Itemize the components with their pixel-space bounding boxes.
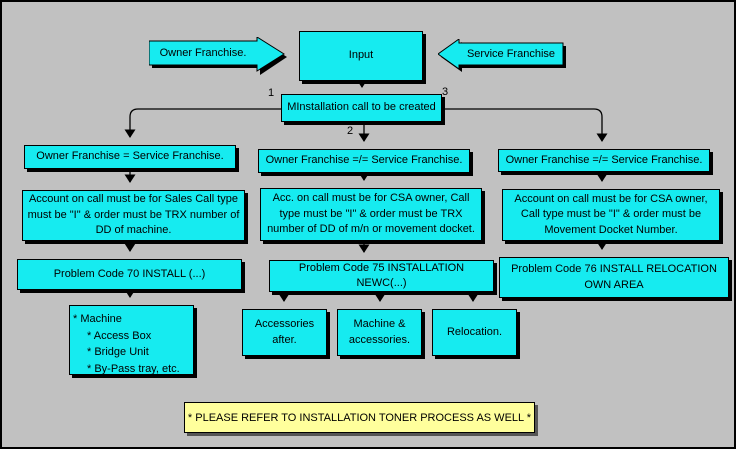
col3-rule-line-3: Movement Docket Number. — [544, 223, 678, 236]
input-box-label: Input — [348, 49, 374, 62]
machine-list-item-1: * Machine — [73, 313, 122, 325]
outcome-accessories-after-box: Accessories after. — [242, 309, 327, 356]
col2-problem-code-box: Problem Code 75 INSTALLATION NEWC(...) — [269, 260, 494, 292]
machine-list-item-2: * Access Box — [87, 329, 152, 342]
service-franchise-arrow: Service Franchise — [438, 39, 567, 73]
outcome-accessories-after-line-2: after. — [272, 333, 297, 346]
branch-label-3: 3 — [442, 86, 449, 98]
branch-label-1: 1 — [268, 87, 275, 99]
outcome-accessories-after-line-1: Accessories — [254, 318, 315, 331]
arrow-branch-right — [442, 108, 608, 142]
col2-rule-line-2: type must be "I" & order must be TRX — [279, 207, 463, 220]
outcome-machine-accessories-line-2: accessories. — [348, 333, 411, 346]
install-call-label: MInstallation call to be created — [287, 101, 436, 114]
col2-condition-label: Owner Franchise =/= Service Franchise. — [265, 154, 463, 167]
col1-problem-code-box: Problem Code 70 INSTALL (...) — [17, 259, 242, 290]
machine-list-item-3: * Bridge Unit — [87, 346, 149, 358]
branch-label-2: 2 — [347, 125, 354, 137]
service-franchise-arrow-label: Service Franchise — [466, 48, 556, 60]
col3-problem-code-line-1: Problem Code 76 INSTALL RELOCATION — [511, 263, 717, 276]
machine-list-item-4: * By-Pass tray, etc. — [87, 362, 180, 375]
outcome-relocation-box: Relocation. — [432, 309, 517, 356]
col1-rule-line-3: DD of machine. — [95, 224, 172, 237]
input-box: Input — [299, 31, 423, 81]
col3-rule-box: Account on call must be for CSA owner, C… — [502, 189, 720, 241]
outcome-machine-accessories-line-1: Machine & — [353, 318, 406, 331]
col2-problem-code-label: Problem Code 75 INSTALLATION NEWC(...) — [298, 261, 465, 289]
toner-process-note: * PLEASE REFER TO INSTALLATION TONER PRO… — [184, 402, 535, 433]
owner-franchise-arrow-label: Owner Franchise. — [159, 47, 247, 59]
col1-problem-code-label: Problem Code 70 INSTALL (...) — [53, 267, 206, 280]
col2-condition-box: Owner Franchise =/= Service Franchise. — [258, 149, 470, 173]
outcome-machine-accessories-box: Machine & accessories. — [337, 309, 422, 356]
install-call-box: MInstallation call to be created — [281, 94, 442, 122]
col3-problem-code-line-2: OWN AREA — [584, 278, 644, 291]
col1-condition-label: Owner Franchise = Service Franchise. — [36, 150, 224, 163]
toner-process-note-label: * PLEASE REFER TO INSTALLATION TONER PRO… — [187, 411, 532, 424]
col2-rule-line-3: number of DD of m/n or movement docket. — [267, 223, 475, 236]
arrow-branch-left — [124, 108, 281, 138]
col3-condition-box: Owner Franchise =/= Service Franchise. — [498, 149, 710, 172]
col2-rule-line-1: Acc. on call must be for CSA owner, Call — [272, 192, 470, 205]
col3-condition-label: Owner Franchise =/= Service Franchise. — [505, 153, 703, 166]
col1-rule-line-2: must be "I" & order must be TRX number o… — [27, 208, 240, 221]
owner-franchise-arrow: Owner Franchise. — [149, 37, 287, 76]
col2-rule-box: Acc. on call must be for CSA owner, Call… — [260, 188, 482, 241]
col3-problem-code-box: Problem Code 76 INSTALL RELOCATION OWN A… — [499, 257, 729, 298]
col1-machine-list-box: * Machine * Access Box * Bridge Unit * B… — [69, 305, 194, 375]
col1-rule-line-1: Account on call must be for Sales Call t… — [28, 193, 239, 206]
col1-condition-box: Owner Franchise = Service Franchise. — [24, 145, 236, 169]
outcome-relocation-label: Relocation. — [446, 325, 503, 338]
col3-rule-line-1: Account on call must be for CSA owner, — [514, 192, 708, 205]
col3-rule-line-2: Call type must be "I" & order must be — [520, 208, 702, 221]
col1-rule-box: Account on call must be for Sales Call t… — [22, 190, 245, 241]
